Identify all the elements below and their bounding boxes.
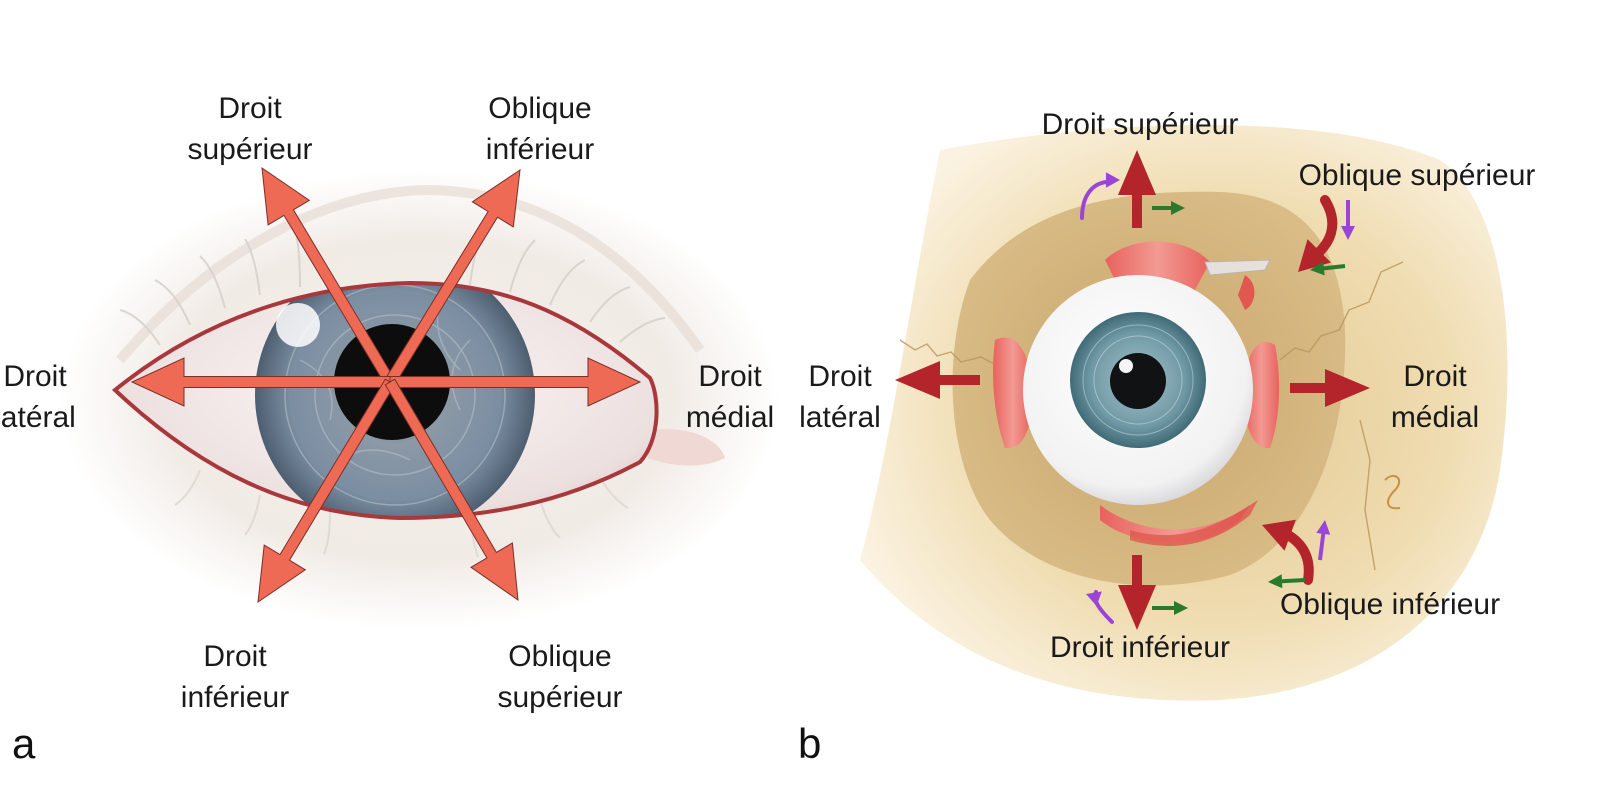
label-a-droit-inferieur: Droit inférieur [180, 640, 290, 714]
green-arrow-inferior [1152, 601, 1188, 615]
purple-arrow-superior-shaft [1080, 180, 1108, 220]
rotation-arrows [1080, 172, 1355, 624]
label-a-droit-superieur: Droit supérieur [187, 92, 313, 166]
label-a-oblique-superieur: Oblique supérieur [497, 640, 623, 714]
purple-arrow-oblique-sup [1341, 200, 1355, 240]
label-b-oblique-superieur: Oblique supérieur [1298, 159, 1536, 192]
pupil-reflection [1119, 359, 1133, 373]
label-a-oblique-inferieur: Oblique inférieur [485, 92, 595, 166]
lower-eyelashes [174, 469, 629, 558]
green-arrow-oblique-inf [1268, 574, 1306, 589]
label-b-oblique-inferieur: Oblique inférieur [1279, 588, 1501, 621]
purple-arrow-oblique-inf [1316, 520, 1331, 561]
label-a-droit-medial: Droit médial [685, 360, 775, 434]
arrow-b-oblique-inferieur-head [1262, 519, 1296, 551]
label-b-droit-superieur: Droit supérieur [1041, 108, 1239, 141]
label-a-droit-lateral: Droit latéral [0, 360, 76, 434]
arrow-b-droit-superieur [1118, 150, 1156, 228]
label-b-droit-medial: Droit médial [1390, 360, 1480, 434]
eye-front-illustration [60, 166, 780, 630]
pupil [1110, 353, 1166, 409]
panel-letter-a: a [12, 720, 36, 767]
muscle-inferior-oblique [1130, 500, 1258, 546]
trochlea-tendon [1204, 259, 1271, 276]
orbit-illustration [860, 125, 1508, 701]
muscle-medial-rectus [1243, 342, 1280, 449]
purple-arrow-superior-head [1106, 172, 1120, 188]
eyelid-crease [116, 184, 705, 364]
label-b-droit-lateral: Droit latéral [799, 360, 881, 434]
green-arrow-superior [1152, 201, 1185, 215]
purple-arrow-inferior-head [1086, 591, 1102, 607]
muscle-arrows-a [130, 166, 642, 604]
arrow-a-droit-superieur [261, 166, 396, 386]
panel-a: Droit supérieur Oblique inférieur Droit … [0, 92, 780, 767]
panel-b: Droit supérieur Oblique supérieur Droit … [798, 0, 1600, 800]
arrow-a-oblique-superieur [384, 378, 519, 602]
arrow-a-droit-lateral [130, 357, 391, 407]
iris-reflection [276, 303, 320, 347]
arrow-a-droit-inferieur [257, 378, 396, 604]
inner-corner [648, 429, 725, 466]
panel-letter-b: b [798, 720, 822, 767]
arrow-a-oblique-inferieur [384, 168, 521, 386]
muscle-superior-oblique [1238, 275, 1255, 310]
arrow-b-droit-lateral [895, 361, 980, 399]
bone-sutures [899, 261, 1404, 571]
arrow-a-droit-medial [389, 357, 642, 407]
arrow-b-droit-inferieur [1118, 555, 1156, 630]
label-b-droit-inferieur: Droit inférieur [1049, 631, 1231, 664]
suture-squiggle [1384, 474, 1401, 510]
muscle-lateral-rectus [993, 337, 1033, 449]
green-arrow-oblique-sup [1310, 261, 1346, 276]
arrow-b-droit-medial [1290, 369, 1370, 407]
